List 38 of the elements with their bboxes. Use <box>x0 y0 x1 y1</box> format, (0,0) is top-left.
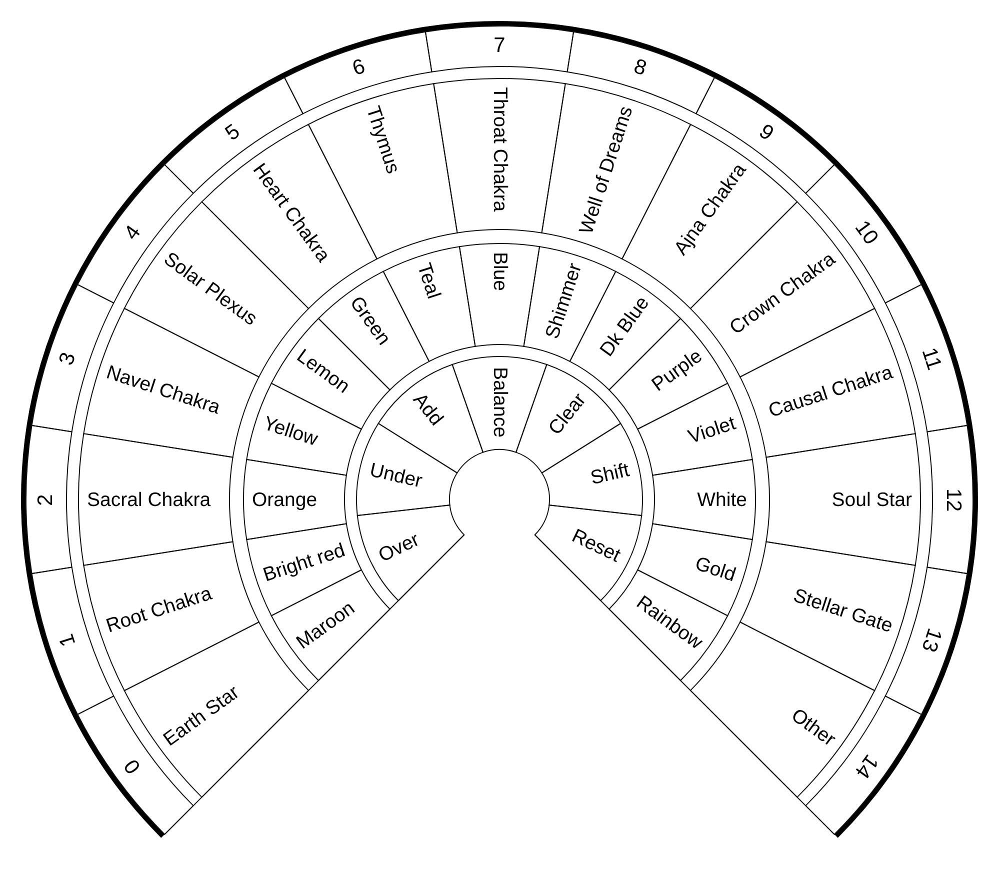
dial-label: Over <box>375 528 424 568</box>
dial-number: 1 <box>55 630 82 649</box>
dial-number: 4 <box>120 221 146 245</box>
dial-label: Teal <box>412 260 445 302</box>
dial-label: Thymus <box>361 104 404 177</box>
dial-number: 3 <box>55 350 82 369</box>
dial-label: Stellar Gate <box>790 584 896 638</box>
dial-label: Earth Star <box>159 681 244 752</box>
dial-number: 7 <box>494 34 506 58</box>
dial-number: 0 <box>120 754 146 778</box>
dial-label: Bright red <box>260 539 348 587</box>
dial-label: White <box>697 488 747 511</box>
dial-label: Blue <box>488 252 511 292</box>
dial-label: Orange <box>252 488 318 511</box>
dial-number: 14 <box>850 749 883 782</box>
dial-number: 9 <box>754 120 778 146</box>
dial-label: Under <box>368 459 425 493</box>
dial-number: 10 <box>850 216 883 250</box>
dial-label: Sacral Chakra <box>87 488 211 511</box>
dial-label: Add <box>408 388 448 430</box>
dial-number: 8 <box>630 55 649 82</box>
dial-number: 12 <box>940 488 965 512</box>
dial-label: Violet <box>685 412 738 449</box>
dial-label: Navel Chakra <box>104 361 223 420</box>
dial-label: Throat Chakra <box>488 87 511 212</box>
dial-number: 11 <box>916 345 946 374</box>
dial-label: Well of Dreams <box>575 104 638 238</box>
dial-label: Root Chakra <box>104 582 215 638</box>
dial-label: Balance <box>488 367 511 438</box>
dial-number: 5 <box>221 120 245 146</box>
dial-label: Causal Chakra <box>766 361 896 423</box>
dial-number: 13 <box>916 624 946 654</box>
dial-number: 6 <box>350 55 369 82</box>
dial-label: Yellow <box>260 412 320 451</box>
dial-number: 2 <box>34 494 58 506</box>
dial-label: Shift <box>588 459 632 490</box>
dial-label: Soul Star <box>832 488 912 511</box>
dial-label: Gold <box>692 552 738 587</box>
